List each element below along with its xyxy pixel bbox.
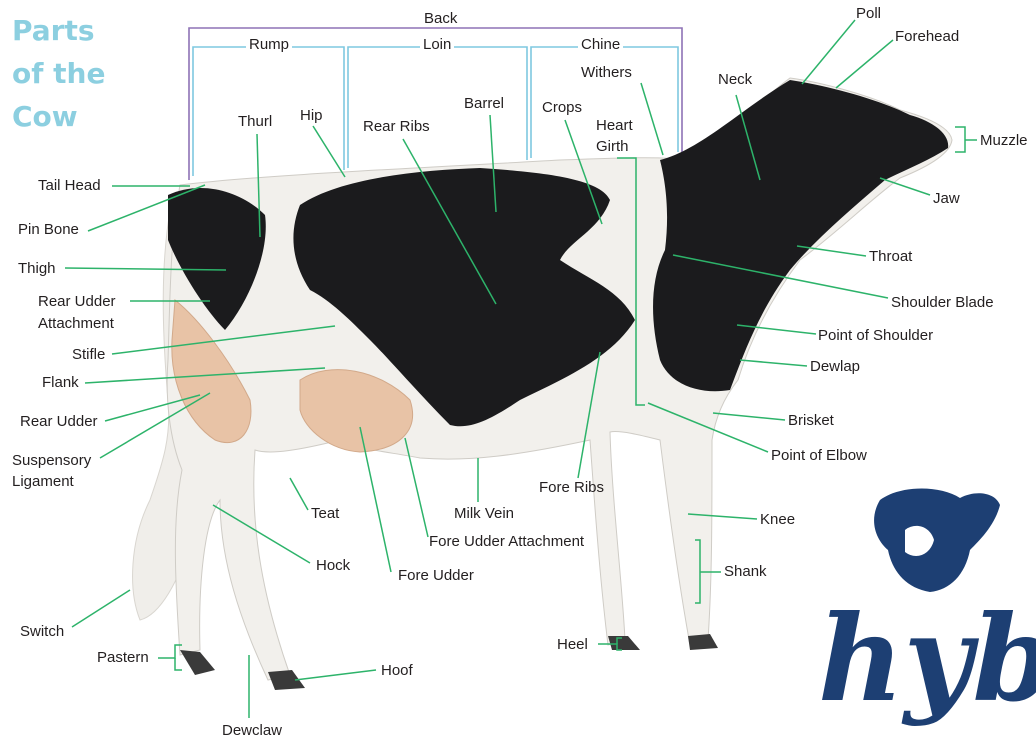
title-line-2: of the bbox=[12, 58, 105, 90]
label-jaw: Jaw bbox=[933, 190, 960, 207]
logo-wordmark: hyb bbox=[818, 589, 1036, 728]
label-rear-udder: Rear Udder bbox=[20, 413, 98, 430]
label-rear-udder-attachment-2: Attachment bbox=[38, 315, 114, 332]
label-hoof: Hoof bbox=[381, 662, 413, 679]
label-suspensory-2: Ligament bbox=[12, 473, 74, 490]
label-heart-girth-2: Girth bbox=[596, 138, 629, 155]
label-chine: Chine bbox=[578, 36, 623, 53]
fore-hoof-front bbox=[688, 634, 718, 650]
label-shank: Shank bbox=[724, 563, 767, 580]
label-rear-udder-attachment-1: Rear Udder bbox=[38, 293, 116, 310]
label-withers: Withers bbox=[581, 64, 632, 81]
label-hip: Hip bbox=[300, 107, 323, 124]
label-neck: Neck bbox=[718, 71, 752, 88]
label-pin-bone: Pin Bone bbox=[18, 221, 79, 238]
label-poll: Poll bbox=[856, 5, 881, 22]
label-fore-ribs: Fore Ribs bbox=[539, 479, 604, 496]
label-forehead: Forehead bbox=[895, 28, 959, 45]
label-heel: Heel bbox=[557, 636, 588, 653]
label-throat: Throat bbox=[869, 248, 912, 265]
calf-head-icon bbox=[874, 488, 1000, 592]
title-line-3: Cow bbox=[12, 101, 78, 133]
label-crops: Crops bbox=[542, 99, 582, 116]
label-teat: Teat bbox=[311, 505, 339, 522]
label-hock: Hock bbox=[316, 557, 350, 574]
label-point-of-shoulder: Point of Shoulder bbox=[818, 327, 933, 344]
label-thigh: Thigh bbox=[18, 260, 56, 277]
label-barrel: Barrel bbox=[464, 95, 504, 112]
label-point-of-elbow: Point of Elbow bbox=[771, 447, 867, 464]
label-shoulder-blade: Shoulder Blade bbox=[891, 294, 994, 311]
label-milk-vein: Milk Vein bbox=[454, 505, 514, 522]
label-back: Back bbox=[421, 10, 460, 27]
label-switch: Switch bbox=[20, 623, 64, 640]
label-knee: Knee bbox=[760, 511, 795, 528]
label-dewclaw: Dewclaw bbox=[222, 722, 282, 739]
fore-hoof-back bbox=[608, 636, 640, 650]
label-rear-ribs: Rear Ribs bbox=[363, 118, 430, 135]
label-fore-udder-attachment: Fore Udder Attachment bbox=[429, 533, 584, 550]
label-tail-head: Tail Head bbox=[38, 177, 101, 194]
label-fore-udder: Fore Udder bbox=[398, 567, 474, 584]
label-pastern: Pastern bbox=[97, 649, 149, 666]
label-dewlap: Dewlap bbox=[810, 358, 860, 375]
label-muzzle: Muzzle bbox=[980, 132, 1028, 149]
label-suspensory-1: Suspensory bbox=[12, 452, 91, 469]
label-thurl: Thurl bbox=[238, 113, 272, 130]
label-brisket: Brisket bbox=[788, 412, 834, 429]
hyb-logo: hyb bbox=[818, 488, 1036, 728]
label-heart-girth-1: Heart bbox=[596, 117, 633, 134]
title-line-1: Parts bbox=[12, 15, 95, 47]
label-rump: Rump bbox=[246, 36, 292, 53]
rear-hoof-back bbox=[180, 650, 215, 675]
label-flank: Flank bbox=[42, 374, 79, 391]
label-stifle: Stifle bbox=[72, 346, 105, 363]
label-loin: Loin bbox=[420, 36, 454, 53]
neck-patch bbox=[653, 80, 948, 391]
